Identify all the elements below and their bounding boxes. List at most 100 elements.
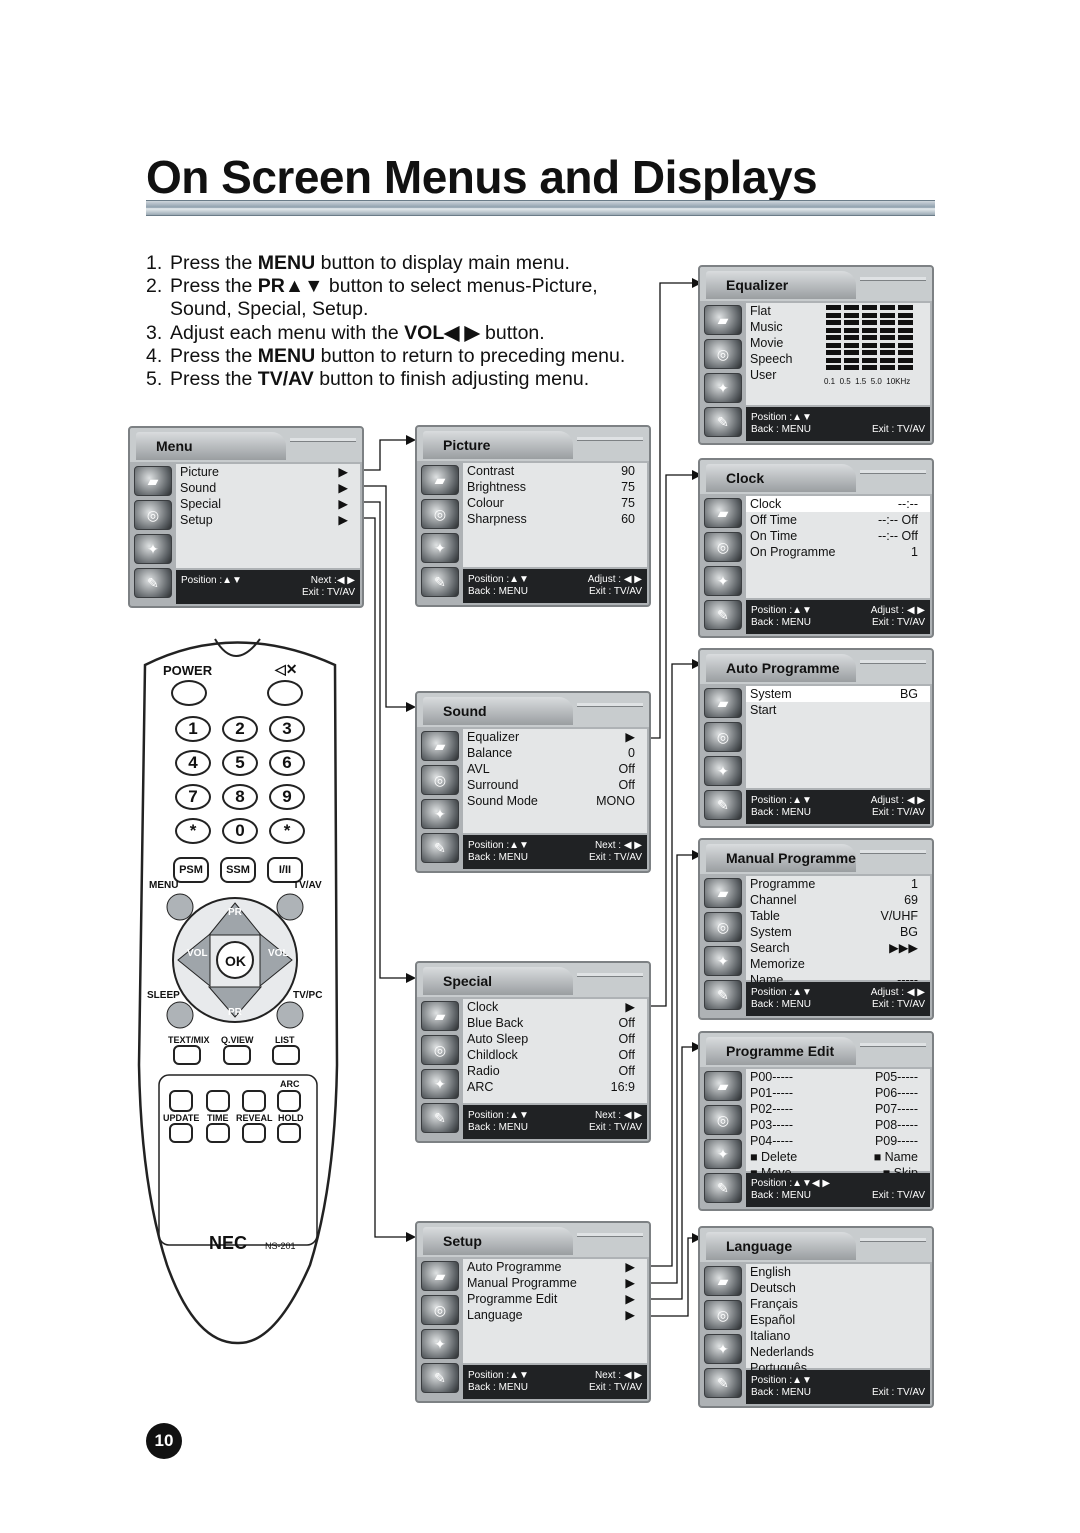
- footer-position: Position :▲▼: [468, 1110, 529, 1121]
- hold-button[interactable]: [277, 1123, 301, 1143]
- qview-button[interactable]: [223, 1045, 251, 1065]
- menu-row[interactable]: Start: [746, 702, 930, 718]
- ssm-button[interactable]: SSM: [220, 857, 256, 883]
- menu-row[interactable]: English: [746, 1264, 930, 1280]
- menu-row[interactable]: Auto Programme▶: [463, 1259, 647, 1275]
- menu-row-value: P09-----: [874, 1134, 918, 1148]
- panel-title: Equalizer: [706, 271, 856, 299]
- menu-row[interactable]: P01-----P06-----: [746, 1085, 930, 1101]
- menu-row[interactable]: ■ Delete■ Name: [746, 1149, 930, 1165]
- psm-button[interactable]: PSM: [173, 857, 209, 883]
- menu-row[interactable]: Sound▶: [176, 480, 360, 496]
- menu-row[interactable]: Speech: [746, 351, 930, 367]
- menu-row[interactable]: Manual Programme▶: [463, 1275, 647, 1291]
- list-button[interactable]: [272, 1045, 300, 1065]
- blue-button[interactable]: [277, 1090, 301, 1112]
- ok-button[interactable]: OK: [225, 953, 246, 969]
- menu-row[interactable]: Setup▶: [176, 512, 360, 528]
- menu-row[interactable]: P04-----P09-----: [746, 1133, 930, 1149]
- speaker-icon: ◎: [421, 765, 459, 795]
- footer-position: Position :▲▼: [751, 1375, 812, 1386]
- menu-row[interactable]: Search▶▶▶: [746, 940, 930, 956]
- red-button[interactable]: [169, 1090, 193, 1112]
- yellow-button[interactable]: [242, 1090, 266, 1112]
- menu-row[interactable]: Nederlands: [746, 1344, 930, 1360]
- tvpc-label: TV/PC: [293, 990, 323, 1001]
- menu-row-label: Language: [467, 1308, 523, 1322]
- i-ii-button[interactable]: I/II: [267, 857, 303, 883]
- digit-button-0[interactable]: 0: [222, 818, 258, 844]
- menu-row[interactable]: User: [746, 367, 930, 383]
- digit-button-9[interactable]: 9: [269, 784, 305, 810]
- footer-position: Position :▲▼: [468, 1370, 529, 1381]
- menu-row[interactable]: Clock▶: [463, 999, 647, 1015]
- digit-button-1[interactable]: 1: [175, 716, 211, 742]
- digit-button-8[interactable]: 8: [222, 784, 258, 810]
- update-button[interactable]: [169, 1123, 193, 1143]
- reveal-button[interactable]: [242, 1123, 266, 1143]
- digit-button-7[interactable]: 7: [175, 784, 211, 810]
- menu-row[interactable]: Language▶: [463, 1307, 647, 1323]
- menu-row[interactable]: Movie: [746, 335, 930, 351]
- textmix-button[interactable]: [173, 1045, 201, 1065]
- picture-icon: ▰: [704, 305, 742, 335]
- menu-row[interactable]: Programme Edit▶: [463, 1291, 647, 1307]
- menu-row[interactable]: Picture▶: [176, 464, 360, 480]
- menu-row[interactable]: Flat: [746, 303, 930, 319]
- menu-row-label: Colour: [467, 496, 504, 510]
- digit-button-*[interactable]: *: [175, 818, 211, 844]
- speaker-icon: ◎: [704, 339, 742, 369]
- menu-row[interactable]: Off Time--:-- Off: [746, 512, 930, 528]
- menu-row[interactable]: On Time--:-- Off: [746, 528, 930, 544]
- digit-button-6[interactable]: 6: [269, 750, 305, 776]
- step-text-pre: Press the: [170, 368, 258, 391]
- menu-row[interactable]: P00-----P05-----: [746, 1069, 930, 1085]
- setup-icon: ✎: [421, 833, 459, 863]
- digit-button-3[interactable]: 3: [269, 716, 305, 742]
- time-button[interactable]: [206, 1123, 230, 1143]
- menu-row[interactable]: Français: [746, 1296, 930, 1312]
- menu-row-value: ■ Name: [873, 1150, 918, 1164]
- menu-row[interactable]: Italiano: [746, 1328, 930, 1344]
- menu-row[interactable]: Clock--:--: [746, 496, 930, 512]
- menu-row-label: Blue Back: [467, 1016, 524, 1030]
- digit-button-5[interactable]: 5: [222, 750, 258, 776]
- digit-button-2[interactable]: 2: [222, 716, 258, 742]
- menu-row[interactable]: Music: [746, 319, 930, 335]
- footer-adjust: Adjust : ◀ ▶: [587, 574, 642, 585]
- menu-row[interactable]: Español: [746, 1312, 930, 1328]
- panel-title: Picture: [423, 431, 573, 459]
- power-button[interactable]: [171, 680, 207, 706]
- menu-row-label: Brightness: [467, 480, 527, 494]
- menu-row[interactable]: P02-----P07-----: [746, 1101, 930, 1117]
- menu-row[interactable]: Equalizer▶: [463, 729, 647, 745]
- menu-row[interactable]: Deutsch: [746, 1280, 930, 1296]
- menu-row[interactable]: Memorize: [746, 956, 930, 972]
- menu-row[interactable]: Special▶: [176, 496, 360, 512]
- mute-button[interactable]: [267, 680, 303, 706]
- digit-button-*[interactable]: *: [269, 818, 305, 844]
- menu-row[interactable]: P03-----P08-----: [746, 1117, 930, 1133]
- digit-button-4[interactable]: 4: [175, 750, 211, 776]
- green-button[interactable]: [206, 1090, 230, 1112]
